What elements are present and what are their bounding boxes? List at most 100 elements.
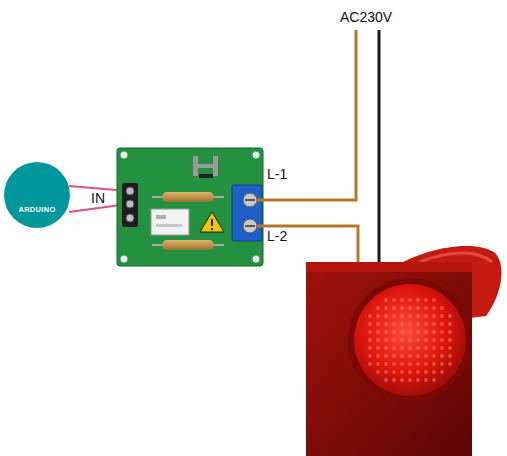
led-dot [432, 314, 436, 318]
led-dot [416, 346, 420, 350]
led-dot [416, 354, 420, 358]
led-dot [368, 338, 372, 342]
warning-lamp [306, 246, 502, 456]
led-dot [432, 362, 436, 366]
led-dot [368, 330, 372, 334]
led-dot [416, 338, 420, 342]
led-dot [376, 354, 380, 358]
led-dot [432, 298, 436, 302]
signal-label: IN [91, 191, 105, 206]
led-dot [408, 322, 412, 326]
led-dot [416, 322, 420, 326]
led-dot [416, 378, 420, 382]
led-dot [376, 346, 380, 350]
led-dot [432, 370, 436, 374]
led-dot [400, 322, 404, 326]
led-dot [424, 362, 428, 366]
led-dot [432, 378, 436, 382]
led-dot [376, 314, 380, 318]
led-dot [448, 362, 452, 366]
led-dot [432, 338, 436, 342]
terminal-label: L-1 [267, 167, 287, 182]
led-dot [424, 378, 428, 382]
led-dot [408, 314, 412, 318]
relay-module [117, 148, 263, 266]
led-dot [400, 346, 404, 350]
led-dot [408, 330, 412, 334]
led-dot [392, 338, 396, 342]
led-dot [384, 330, 388, 334]
led-dot [424, 338, 428, 342]
led-dot [368, 322, 372, 326]
led-dot [424, 322, 428, 326]
led-dot [424, 370, 428, 374]
led-dot [408, 346, 412, 350]
led-dot [432, 306, 436, 310]
led-dot [432, 346, 436, 350]
led-dot [384, 354, 388, 358]
led-dot [440, 314, 444, 318]
led-dot [440, 354, 444, 358]
led-dot [400, 306, 404, 310]
led-dot [416, 370, 420, 374]
led-dot [384, 306, 388, 310]
led-dot [392, 370, 396, 374]
led-dot [376, 322, 380, 326]
led-dot [392, 354, 396, 358]
led-dot [440, 330, 444, 334]
led-dot [408, 298, 412, 302]
led-dot [440, 338, 444, 342]
led-dot [376, 338, 380, 342]
led-dot [440, 362, 444, 366]
terminal-label: L-2 [267, 229, 287, 244]
led-dot [416, 314, 420, 318]
led-dot [384, 338, 388, 342]
led-dot [400, 354, 404, 358]
led-dot [400, 314, 404, 318]
led-dot [432, 330, 436, 334]
led-dot [408, 370, 412, 374]
led-dot [448, 330, 452, 334]
led-dot [384, 314, 388, 318]
led-dot [408, 306, 412, 310]
led-dot [400, 362, 404, 366]
led-dot [400, 338, 404, 342]
led-dot [392, 330, 396, 334]
led-dot [448, 322, 452, 326]
led-dot [368, 354, 372, 358]
led-dot [432, 322, 436, 326]
led-dot [408, 378, 412, 382]
led-dot [400, 298, 404, 302]
led-dot [376, 330, 380, 334]
led-dot [384, 378, 388, 382]
led-dot [400, 330, 404, 334]
led-dot [448, 354, 452, 358]
led-dot [416, 298, 420, 302]
mains-wire [256, 30, 379, 268]
led-dot [392, 314, 396, 318]
led-dot [424, 298, 428, 302]
led-dot [376, 362, 380, 366]
led-dot [392, 362, 396, 366]
led-dot [424, 306, 428, 310]
led-dot [424, 330, 428, 334]
arduino-board: ARDUINO [4, 162, 70, 228]
led-dot [448, 346, 452, 350]
led-dot [392, 306, 396, 310]
led-dot [392, 346, 396, 350]
led-dot [384, 362, 388, 366]
led-dot [440, 346, 444, 350]
led-dot [384, 322, 388, 326]
led-dot [384, 370, 388, 374]
led-dot [424, 314, 428, 318]
led-dot [368, 362, 372, 366]
led-dot [368, 346, 372, 350]
led-dot [384, 346, 388, 350]
led-dot [368, 314, 372, 318]
led-dot [408, 338, 412, 342]
led-dot [400, 378, 404, 382]
led-dot [448, 338, 452, 342]
led-dot [448, 314, 452, 318]
